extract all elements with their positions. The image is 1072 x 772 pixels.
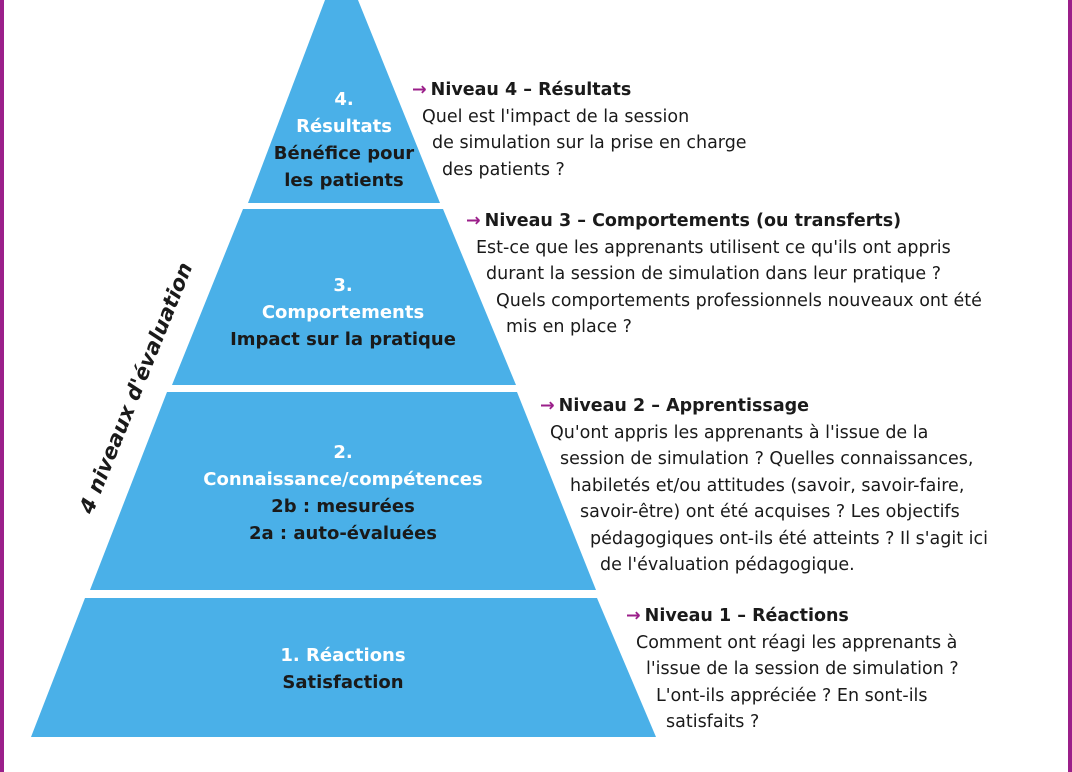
level-4-heading: →Niveau 4 – Résultats (412, 80, 632, 100)
level-2-line-6: de l'évaluation pédagogique. (600, 555, 855, 575)
level-4-description: →Niveau 4 – Résultats Quel est l'impact … (412, 77, 747, 183)
tier-4-label: 4. Résultats Bénéfice pour les patients (244, 86, 444, 194)
level-4-line-3: des patients ? (442, 159, 565, 180)
level-2-line-1: Qu'ont appris les apprenants à l'issue d… (550, 422, 929, 443)
level-2-line-5: pédagogiques ont-ils été atteints ? Il s… (590, 528, 989, 549)
tier-2-subtitle-line-1: 2b : mesurées (271, 496, 415, 517)
level-1-description: →Niveau 1 – Réactions Comment ont réagi … (626, 603, 959, 736)
tier-1-label: 1. Réactions Satisfaction (193, 642, 493, 696)
level-3-heading: →Niveau 3 – Comportements (ou transferts… (466, 211, 902, 231)
level-3-line-2: durant la session de simulation dans leu… (486, 264, 941, 284)
level-3-line-4: mis en place ? (506, 317, 632, 337)
arrow-right-icon: → (540, 396, 555, 416)
level-2-line-2: session de simulation ? Quelles connaiss… (560, 449, 974, 469)
pyramid-tier-1 (31, 598, 656, 737)
tier-4-subtitle-line-1: Bénéfice pour (273, 143, 415, 164)
tier-1-subtitle: Satisfaction (282, 672, 404, 693)
arrow-right-icon: → (412, 80, 427, 100)
level-2-line-3: habiletés et/ou attitudes (savoir, savoi… (570, 475, 965, 496)
arrow-right-icon: → (466, 211, 481, 231)
level-1-heading: →Niveau 1 – Réactions (626, 606, 849, 626)
level-2-line-4: savoir-être) ont été acquises ? Les obje… (580, 502, 960, 522)
level-4-line-1: Quel est l'impact de la session (422, 106, 690, 127)
tier-3-subtitle: Impact sur la pratique (230, 329, 456, 350)
frame-left-border (0, 0, 4, 772)
pyramid-tier-4 (248, 0, 440, 203)
frame-right-border (1068, 0, 1072, 772)
level-3-description: →Niveau 3 – Comportements (ou transferts… (466, 208, 982, 341)
pyramid-tier-3 (172, 209, 516, 385)
level-2-description: →Niveau 2 – Apprentissage Qu'ont appris … (540, 393, 988, 579)
level-3-line-1: Est-ce que les apprenants utilisent ce q… (476, 237, 951, 258)
tier-3-title: Comportements (261, 302, 425, 323)
tier-4-number: 4. (334, 89, 354, 110)
tier-2-number: 2. (333, 442, 353, 463)
level-1-line-1: Comment ont réagi les apprenants à (636, 632, 958, 653)
arrow-right-icon: → (626, 606, 641, 626)
tier-1-title: 1. Réactions (280, 645, 406, 666)
level-1-line-3: L'ont-ils appréciée ? En sont-ils (656, 685, 928, 706)
tier-4-title: Résultats (296, 116, 392, 137)
tier-3-number: 3. (333, 275, 353, 296)
pyramid-tier-2 (90, 392, 596, 590)
level-2-heading: →Niveau 2 – Apprentissage (540, 396, 810, 416)
level-3-line-3: Quels comportements professionnels nouve… (496, 290, 982, 311)
tier-4-subtitle-line-2: les patients (284, 170, 404, 191)
tier-2-subtitle-line-2: 2a : auto-évaluées (248, 523, 437, 544)
level-4-line-2: de simulation sur la prise en charge (432, 133, 747, 153)
tier-2-title: Connaissance/compétences (203, 469, 483, 490)
level-1-line-2: l'issue de la session de simulation ? (646, 659, 959, 679)
tier-3-label: 3. Comportements Impact sur la pratique (193, 272, 493, 353)
tier-2-label: 2. Connaissance/compétences 2b : mesurée… (163, 439, 523, 547)
level-1-line-4: satisfaits ? (666, 712, 760, 732)
